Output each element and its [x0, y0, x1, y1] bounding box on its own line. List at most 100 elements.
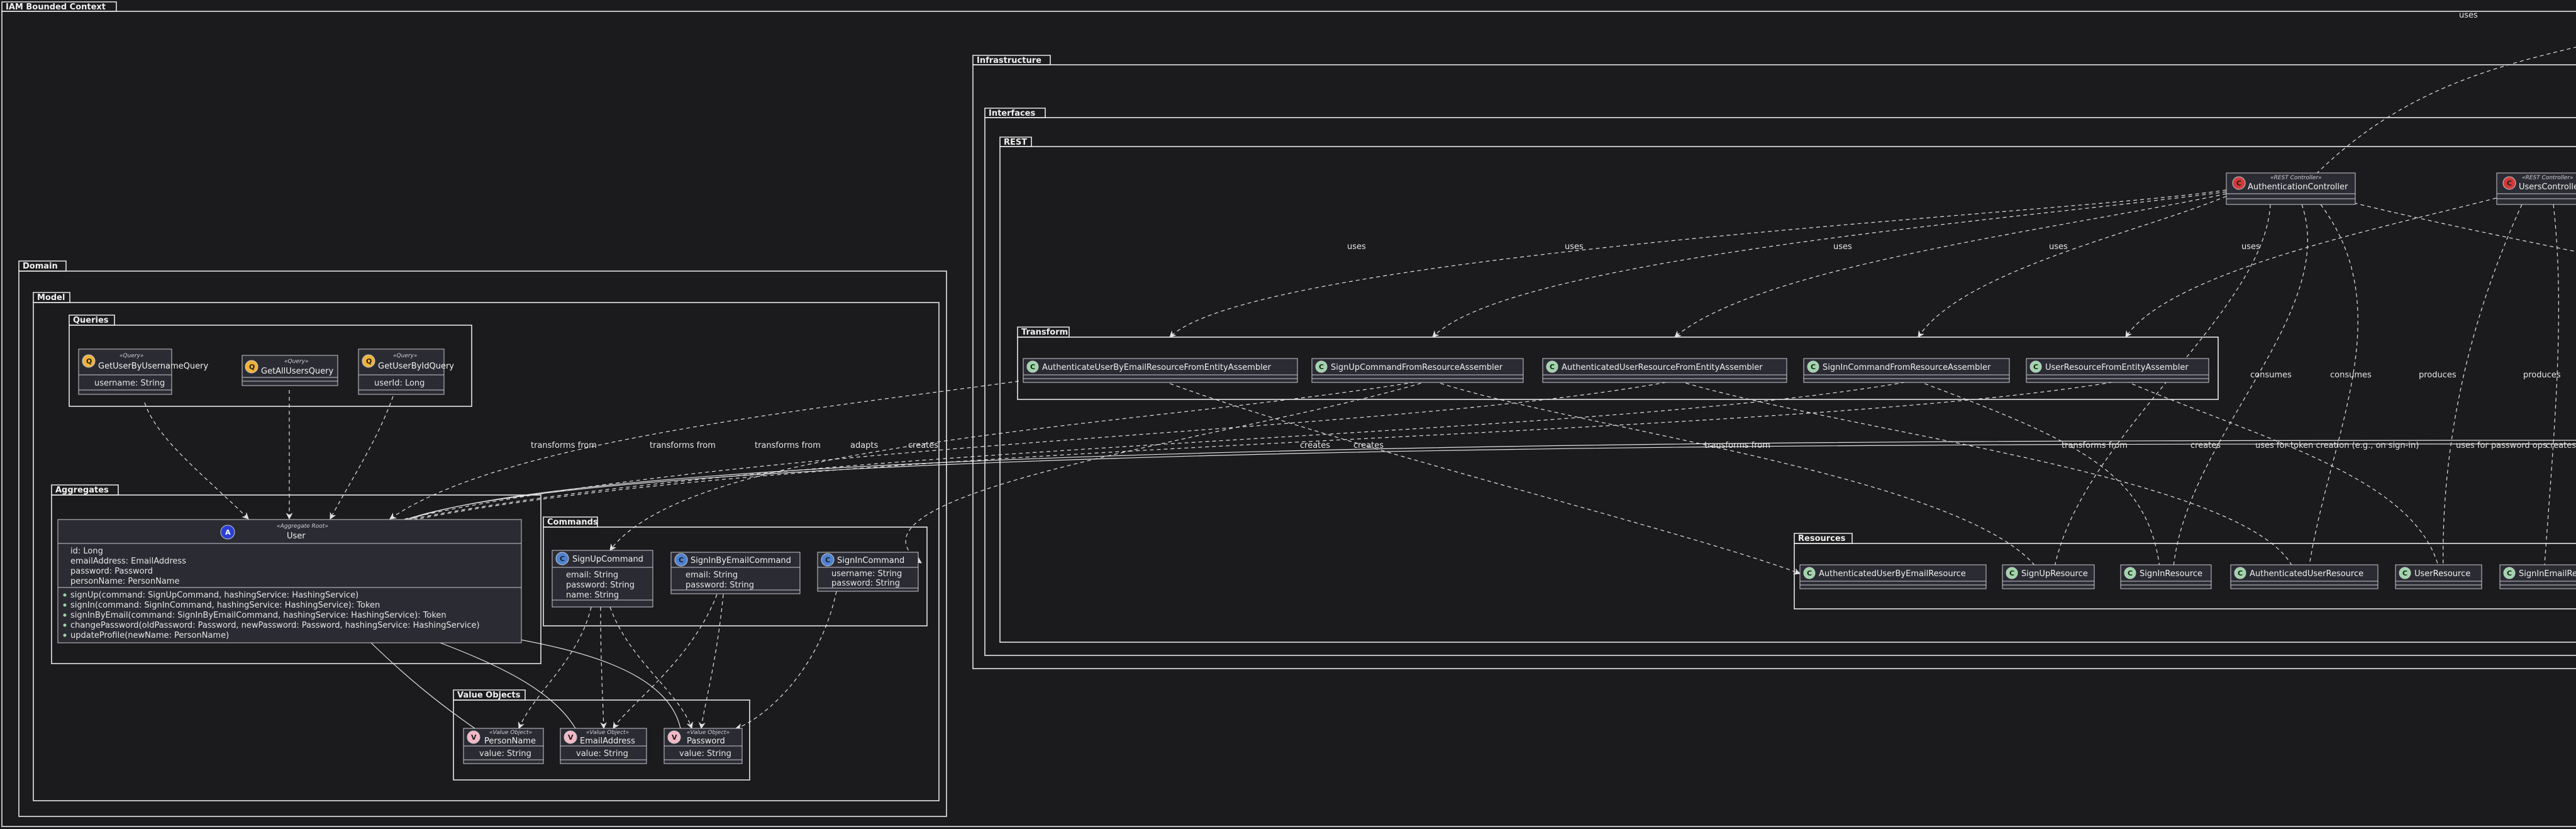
package-commands-title: Commands	[547, 518, 598, 527]
edge-creates-signin-command	[905, 381, 1428, 564]
query-attr: userId: Long	[374, 379, 425, 388]
assembler-name: AuthenticatedUserResourceFromEntityAssem…	[1562, 363, 1763, 372]
value-object-badge-letter: V	[672, 733, 677, 742]
assembler-name: SignInCommandFromResourceAssembler	[1823, 363, 1991, 372]
aggregate-method: signIn(command: SignInCommand, hashingSe…	[70, 601, 380, 610]
edge-transforms-from-user-2	[402, 381, 1674, 520]
users-controller-badge-icon	[2502, 176, 2516, 190]
edge-user-solid-2	[405, 443, 2576, 520]
class-authentication-controller[interactable]: C «REST Controller» AuthenticationContro…	[2226, 172, 2356, 205]
edge-user-password	[496, 635, 681, 729]
edge-creates-signup-command	[609, 381, 1422, 551]
edge-query-id-user	[330, 396, 394, 520]
command-name: SignInByEmailCommand	[691, 556, 791, 565]
class-get-all-users-query[interactable]: Q «Query» GetAllUsersQuery	[242, 355, 338, 386]
assembler-badge-letter: C	[2033, 363, 2038, 371]
class-signin-resource[interactable]: C SignInResource	[2120, 564, 2212, 589]
edge-label-uses-3: uses	[1833, 242, 1852, 252]
class-authenticated-resource[interactable]: C AuthenticatedUserResource	[2230, 564, 2379, 589]
class-get-user-by-username-query[interactable]: Q «Query» GetUserByUsernameQuery usernam…	[78, 348, 208, 395]
edge-signin-password	[735, 591, 837, 730]
assembler-badge-letter: C	[1811, 363, 1816, 371]
command-badge-letter: C	[679, 556, 684, 564]
resource-badge-icon	[2124, 567, 2136, 579]
class-signup-assembler[interactable]: C SignUpCommandFromResourceAssembler	[1311, 358, 1524, 383]
resource-name: UserResource	[2414, 569, 2470, 579]
resource-badge-icon	[1803, 567, 1816, 579]
edge-uses-signin-assembler	[1918, 196, 2227, 338]
edge-uses-right	[2326, 196, 2576, 252]
class-signin-email-resource[interactable]: C SignInEmailResource	[2499, 564, 2576, 589]
aggregate-method: signInByEmail(command: SignInByEmailComm…	[70, 611, 447, 620]
value-object-stereotype: «Value Object»	[489, 730, 532, 736]
controller-name: AuthenticationController	[2248, 182, 2348, 192]
package-value-objects: Value Objects	[453, 689, 750, 781]
resource-badge-letter: C	[2507, 569, 2512, 577]
class-user-aggregate[interactable]: A «Aggregate Root» User id: Long emailAd…	[57, 519, 522, 643]
query-attr: username: String	[94, 379, 165, 388]
edge-signup-personname	[518, 606, 592, 729]
edge-label-uses-4: uses	[2049, 242, 2068, 252]
public-method-icon	[63, 633, 67, 637]
resource-name: AuthenticatedUserByEmailResource	[1819, 569, 1966, 579]
assembler-badge-icon	[2029, 360, 2042, 373]
edge-produces-user	[2440, 204, 2523, 575]
value-object-badge-icon	[564, 730, 577, 744]
class-signin-assembler[interactable]: C SignInCommandFromResourceAssembler	[1803, 358, 2010, 383]
query-stereotype: «Query»	[119, 353, 143, 359]
value-object-name: Password	[687, 737, 725, 746]
class-auth-email-resource[interactable]: C AuthenticatedUserByEmailResource	[1799, 564, 1987, 589]
edge-consumes-signup	[2051, 204, 2271, 575]
class-user-resource[interactable]: C UserResource	[2395, 564, 2482, 589]
resource-badge-icon	[2399, 567, 2411, 579]
edge-label-creates-3: creates	[1353, 441, 1384, 450]
class-email-address-vo[interactable]: V «Value Object» EmailAddress value: Str…	[560, 728, 647, 764]
edge-uses-top	[2301, 47, 2576, 189]
aggregate-method: changePassword(oldPassword: Password, ne…	[70, 621, 480, 630]
aggregate-attr: password: Password	[70, 567, 153, 576]
command-badge-icon	[821, 553, 835, 567]
class-users-controller[interactable]: C «REST Controller» UsersController	[2496, 172, 2576, 205]
users-controller-stereotype: «REST Controller»	[2522, 175, 2573, 181]
class-signup-command[interactable]: C SignUpCommand email: String password: …	[552, 550, 653, 608]
edge-label-uses-1: uses	[1347, 242, 1366, 252]
package-queries-title: Queries	[73, 316, 109, 325]
assembler-name: AuthenticateUserByEmailResourceFromEntit…	[1042, 363, 1272, 372]
class-user-resource-assembler[interactable]: C UserResourceFromEntityAssembler	[2026, 358, 2209, 383]
package-commands: Commands	[543, 516, 928, 626]
command-badge-icon	[555, 552, 569, 565]
package-resources-title: Resources	[1798, 534, 1846, 543]
edge-label-creates-5: creates	[2546, 441, 2576, 450]
command-attr: password: String	[686, 581, 754, 590]
class-person-name-vo[interactable]: V «Value Object» PersonName value: Strin…	[463, 728, 544, 764]
edge-produces-signin-email	[2541, 204, 2559, 575]
class-password-vo[interactable]: V «Value Object» Password value: String	[663, 728, 743, 764]
resource-badge-letter: C	[2009, 569, 2014, 577]
query-badge-icon	[362, 354, 375, 368]
resource-badge-letter: C	[1807, 569, 1812, 577]
query-name: GetUserByUsernameQuery	[98, 362, 208, 371]
assembler-badge-letter: C	[1030, 363, 1035, 371]
edge-label-creates-2: creates	[1300, 441, 1330, 450]
controller-badge-letter: C	[2236, 179, 2241, 187]
users-controller-badge-letter: C	[2507, 179, 2512, 187]
class-signin-command[interactable]: C SignInCommand username: String passwor…	[817, 552, 919, 592]
package-domain: Domain	[18, 260, 947, 817]
package-model-title: Model	[37, 293, 65, 303]
class-signup-resource[interactable]: C SignUpResource	[2002, 564, 2095, 589]
query-badge-icon	[82, 354, 96, 368]
aggregate-attr: emailAddress: EmailAddress	[70, 557, 186, 566]
assembler-name: SignUpCommandFromResourceAssembler	[1331, 363, 1503, 372]
edge-label-password-ops: uses for password ops	[2456, 441, 2547, 450]
class-auth-email-assembler[interactable]: C AuthenticateUserByEmailResourceFromEnt…	[1023, 358, 1298, 383]
class-get-user-by-id-query[interactable]: Q «Query» GetUserByIdQuery userId: Long	[358, 348, 454, 395]
class-signin-by-email-command[interactable]: C SignInByEmailCommand email: String pas…	[670, 552, 801, 594]
edge-label-transforms-4: transforms from	[1704, 441, 1770, 450]
public-method-icon	[63, 613, 67, 617]
package-infrastructure: Infrastructure	[972, 55, 2576, 669]
edge-label-transforms-3: transforms from	[755, 441, 821, 450]
aggregate-stereotype: «Aggregate Root»	[277, 523, 328, 530]
class-authenticated-assembler[interactable]: C AuthenticatedUserResourceFromEntityAss…	[1542, 358, 1787, 383]
public-method-icon	[63, 593, 67, 597]
edges	[144, 47, 2576, 730]
